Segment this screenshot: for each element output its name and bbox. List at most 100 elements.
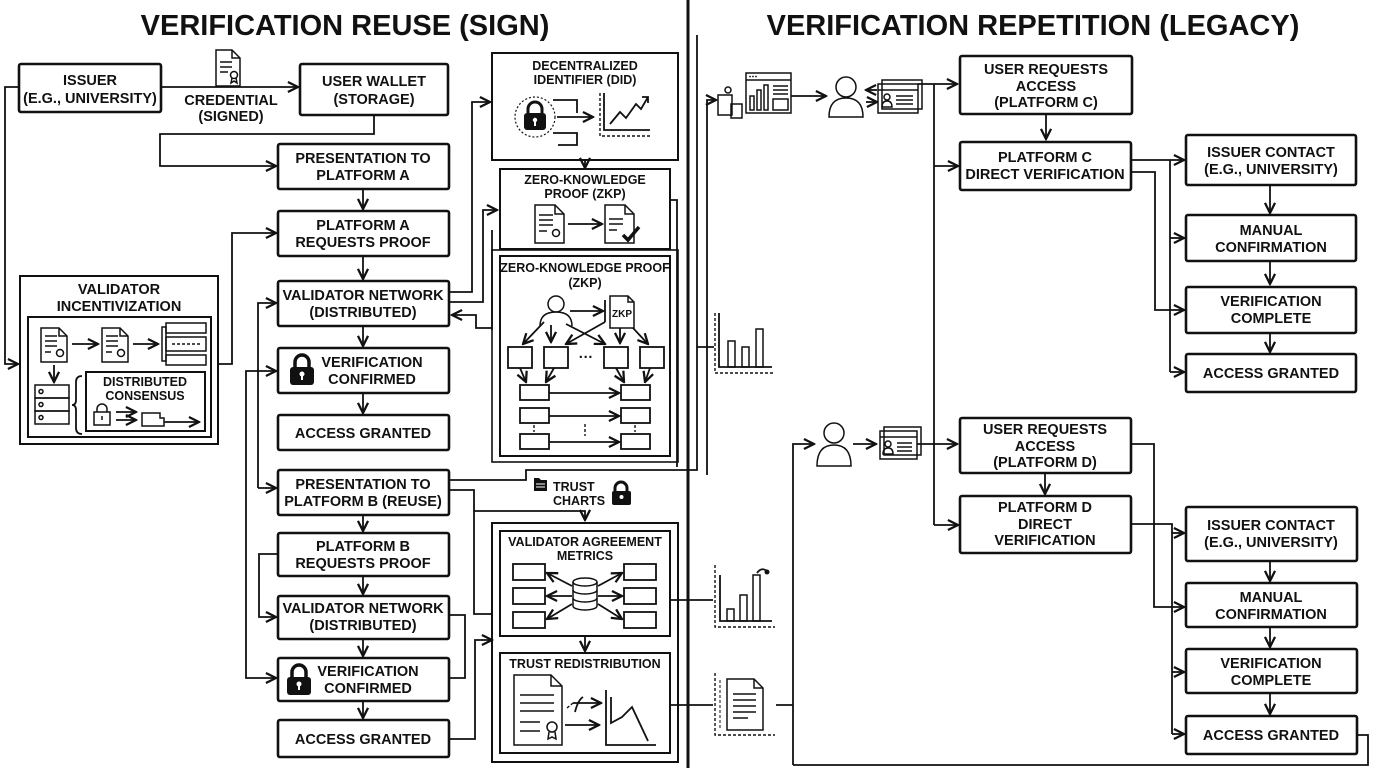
loop-arrow	[257, 303, 276, 488]
consensus-label: DISTRIBUTED	[103, 375, 187, 389]
zkp-panel-1: ZERO-KNOWLEDGE PROOF (ZKP)	[499, 168, 671, 250]
confirmed-a-sublabel: CONFIRMED	[328, 372, 416, 388]
bar-chart-icon	[714, 565, 775, 628]
direct-c-label: PLATFORM C	[998, 150, 1092, 166]
trust-charts-sublabel: CHARTS	[553, 494, 605, 508]
issuer-box: ISSUER (E.G., UNIVERSITY)	[17, 62, 163, 114]
consensus-sublabel: CONSENSUS	[105, 389, 184, 403]
node	[620, 384, 651, 401]
left-section-title: VERIFICATION REUSE (SIGN)	[141, 10, 550, 42]
to-dashboard-arrow	[707, 100, 716, 475]
dotted-circle	[514, 96, 556, 138]
presentation-b-sublabel: PLATFORM B (REUSE)	[284, 494, 442, 510]
zkp2-subtitle: (ZKP)	[568, 276, 601, 290]
node	[620, 407, 651, 424]
validator-incentivization-panel: VALIDATOR INCENTIVIZATION	[19, 275, 219, 445]
connector	[670, 199, 678, 467]
issuer-c-label: ISSUER CONTACT	[1207, 145, 1335, 161]
id-card-icon	[877, 79, 923, 114]
validator-a-label: VALIDATOR NETWORK	[282, 288, 444, 304]
loop-arrow	[258, 553, 278, 617]
node	[512, 587, 546, 605]
node	[512, 563, 546, 581]
padlock-icon	[524, 100, 546, 130]
incentive-to-req-a-arrow	[218, 233, 276, 365]
arrow	[547, 573, 573, 587]
user-icon	[828, 76, 864, 118]
certificate-document-icon	[513, 674, 563, 746]
padlock-icon	[287, 663, 311, 695]
complete-d-sublabel: COMPLETE	[1231, 673, 1312, 689]
access-granted-d-box: ACCESS GRANTED	[1184, 714, 1359, 756]
zkp-to-validator-arrow	[452, 315, 493, 329]
access-c-label: ACCESS GRANTED	[1203, 366, 1339, 382]
user-icon	[539, 295, 573, 327]
manual-c-label: MANUAL	[1240, 223, 1303, 239]
manual-confirmation-d-box: MANUAL CONFIRMATION	[1184, 581, 1359, 629]
complete-d-label: VERIFICATION	[1220, 656, 1321, 672]
platform-b-requests-proof-box: PLATFORM B REQUESTS PROOF	[276, 531, 451, 578]
ellipsis: ···	[579, 350, 594, 366]
zkp-doc-label: ZKP	[612, 309, 632, 320]
validator-b-sublabel: (DISTRIBUTED)	[309, 618, 416, 634]
wallet-sublabel: (STORAGE)	[333, 92, 414, 108]
issuer-sublabel: (E.G., UNIVERSITY)	[23, 91, 157, 107]
node	[519, 433, 550, 450]
node	[639, 346, 665, 369]
issuer-c-sublabel: (E.G., UNIVERSITY)	[1204, 162, 1338, 178]
validator-agreement-panel: VALIDATOR AGREEMENT METRICS	[499, 530, 671, 637]
loop-line	[449, 614, 466, 679]
curve-mark	[574, 696, 584, 713]
verification-complete-d-box: VERIFICATION COMPLETE	[1184, 647, 1359, 695]
presentation-a-label: PRESENTATION TO	[295, 151, 430, 167]
incentive-subtitle: INCENTIVIZATION	[57, 299, 182, 315]
access-d-loop-back-line	[793, 734, 1369, 766]
database-icon	[572, 577, 598, 611]
presentation-b-label: PRESENTATION TO	[295, 477, 430, 493]
confirmed-a-label: VERIFICATION	[321, 355, 422, 371]
redistribution-title: TRUST REDISTRIBUTION	[509, 657, 660, 671]
node	[543, 346, 569, 369]
direct-d-label-2: DIRECT	[1018, 517, 1072, 533]
verification-confirmed-a-box: VERIFICATION CONFIRMED	[276, 346, 451, 395]
dashboard-icon	[717, 72, 792, 119]
right-section-title: VERIFICATION REPETITION (LEGACY)	[767, 10, 1300, 42]
access-granted-b-box: ACCESS GRANTED	[276, 718, 451, 759]
access-b-label: ACCESS GRANTED	[295, 732, 431, 748]
req-c-label: USER REQUESTS	[984, 62, 1108, 78]
presentation-b-box: PRESENTATION TO PLATFORM B (REUSE)	[276, 468, 451, 517]
direct-c-sublabel: DIRECT VERIFICATION	[965, 167, 1124, 183]
req-b-sublabel: REQUESTS PROOF	[295, 556, 430, 572]
arrow	[597, 603, 622, 619]
complete-c-label: VERIFICATION	[1220, 294, 1321, 310]
incentive-title: VALIDATOR	[78, 282, 161, 298]
access-d-label: ACCESS GRANTED	[1203, 728, 1339, 744]
zkp-document-icon: ZKP	[609, 295, 635, 329]
arrow	[616, 367, 624, 382]
credential-label: CREDENTIAL	[184, 93, 278, 109]
validator-to-zkp-arrow	[449, 210, 497, 303]
server-rack-icon	[161, 322, 207, 366]
padlock-icon	[612, 480, 631, 505]
user-requests-access-d-box: USER REQUESTS ACCESS (PLATFORM D)	[958, 416, 1133, 475]
certificate-document-icon	[215, 49, 241, 87]
req-d-label-2: ACCESS	[1015, 439, 1076, 455]
wallet-label: USER WALLET	[322, 74, 426, 90]
node	[623, 587, 657, 605]
platform-d-direct-verification-box: PLATFORM D DIRECT VERIFICATION	[958, 494, 1133, 555]
trend-chart-icon	[605, 690, 656, 746]
to-user-d-arrow	[792, 444, 814, 765]
loop-arrow	[245, 670, 276, 678]
access-a-label: ACCESS GRANTED	[295, 426, 431, 442]
node	[512, 611, 546, 629]
user-wallet-box: USER WALLET (STORAGE)	[298, 62, 450, 117]
did-title: DECENTRALIZED	[532, 59, 638, 73]
node	[623, 611, 657, 629]
arrow	[632, 327, 648, 344]
trust-outer-frame	[491, 522, 679, 763]
access-granted-a-box: ACCESS GRANTED	[276, 413, 451, 452]
trust-redistribution-panel: TRUST REDISTRIBUTION	[499, 652, 671, 754]
node	[507, 346, 533, 369]
node	[620, 433, 651, 450]
zkp1-subtitle: PROOF (ZKP)	[544, 187, 625, 201]
